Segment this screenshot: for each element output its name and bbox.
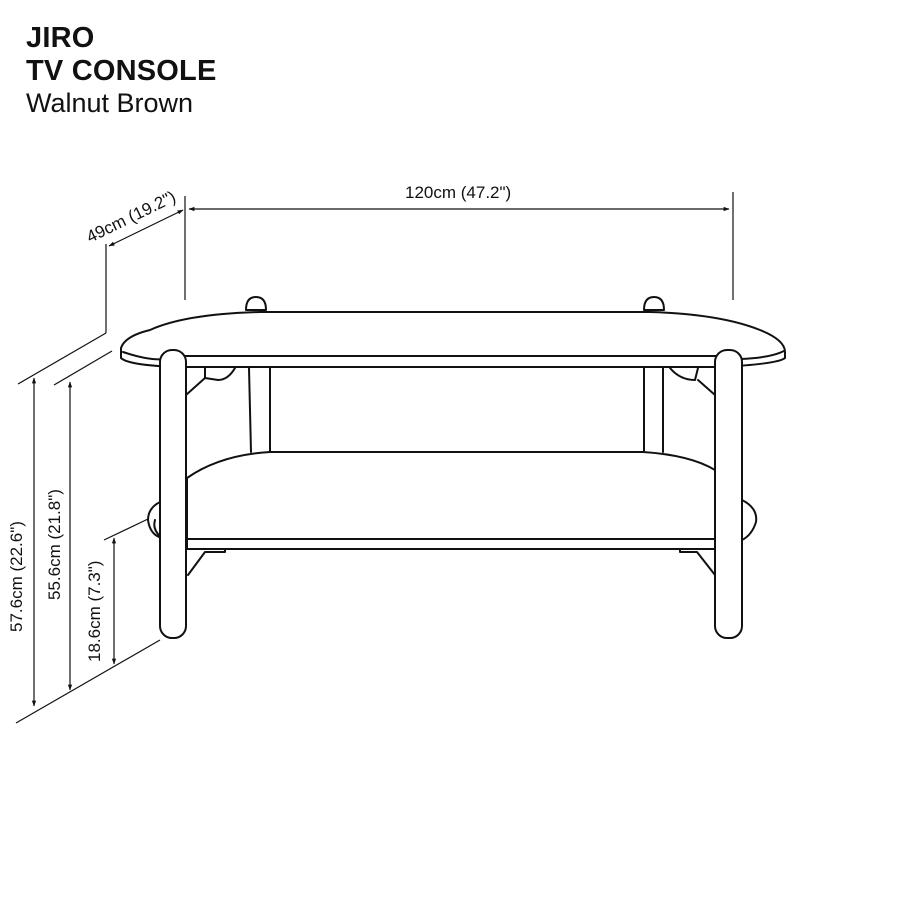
dimension-width bbox=[184, 192, 734, 300]
shelf-height-label: 18.6cm (7.3") bbox=[85, 561, 104, 662]
width-label: 120cm (47.2") bbox=[405, 183, 511, 202]
back-left-leg-cap bbox=[245, 296, 267, 311]
front-left-leg bbox=[159, 349, 187, 639]
bottom-shelf bbox=[186, 451, 716, 550]
dimension-overall-height bbox=[15, 377, 161, 724]
title-block: JIRO TV CONSOLE Walnut Brown bbox=[26, 24, 217, 117]
overall-height-label: 57.6cm (22.6") bbox=[7, 521, 26, 632]
dimension-depth bbox=[17, 209, 184, 385]
front-right-leg bbox=[714, 349, 743, 639]
top-height-label: 55.6cm (21.8") bbox=[45, 489, 64, 600]
depth-label: 49cm (19.2") bbox=[83, 187, 178, 246]
tabletop bbox=[120, 311, 786, 368]
back-right-leg-cap bbox=[643, 296, 665, 311]
dimension-top-height bbox=[53, 350, 113, 691]
product-finish: Walnut Brown bbox=[26, 88, 194, 118]
dimension-shelf-height bbox=[103, 518, 149, 665]
console-outline bbox=[120, 296, 786, 639]
product-name: JIRO bbox=[26, 22, 95, 54]
product-type: TV CONSOLE bbox=[26, 55, 217, 87]
